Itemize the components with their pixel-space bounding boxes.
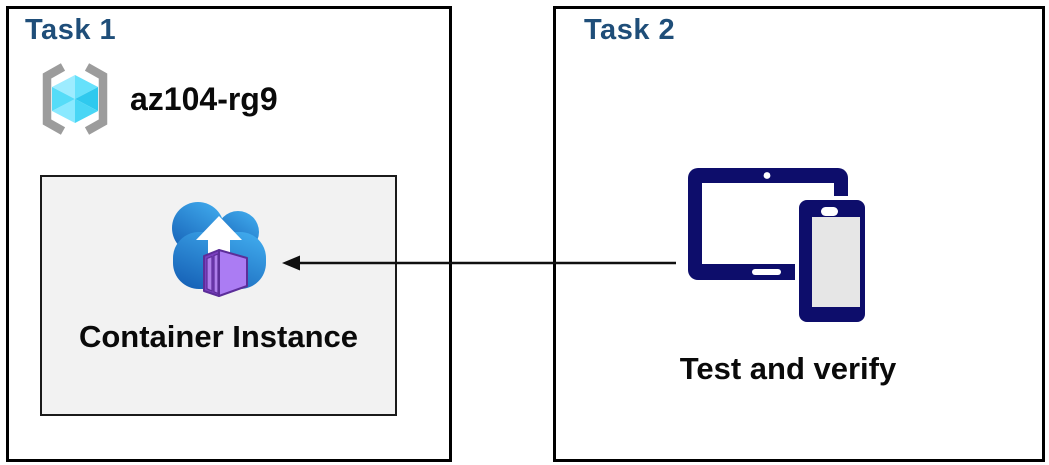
container-instances-icon <box>171 202 266 297</box>
container-box-shape <box>202 249 248 297</box>
task2-title: Task 2 <box>584 14 676 46</box>
container-instance-label: Container Instance <box>78 319 359 354</box>
left-arrow-connector <box>282 255 676 271</box>
test-and-verify-label: Test and verify <box>679 351 897 386</box>
upload-arrow-icon <box>195 216 242 262</box>
task2-panel: Task 2 Test and verify <box>553 6 1045 462</box>
task1-panel: Task 1 az104-rg9 <box>6 6 452 462</box>
resource-group-row: az104-rg9 <box>33 61 278 137</box>
container-instance-box: Container Instance <box>40 175 397 416</box>
resource-group-icon <box>42 63 108 135</box>
resource-group-name: az104-rg9 <box>130 80 278 117</box>
phone-shape <box>795 196 869 326</box>
tablet-and-phone-icon <box>688 168 869 326</box>
task1-title: Task 1 <box>25 14 117 46</box>
